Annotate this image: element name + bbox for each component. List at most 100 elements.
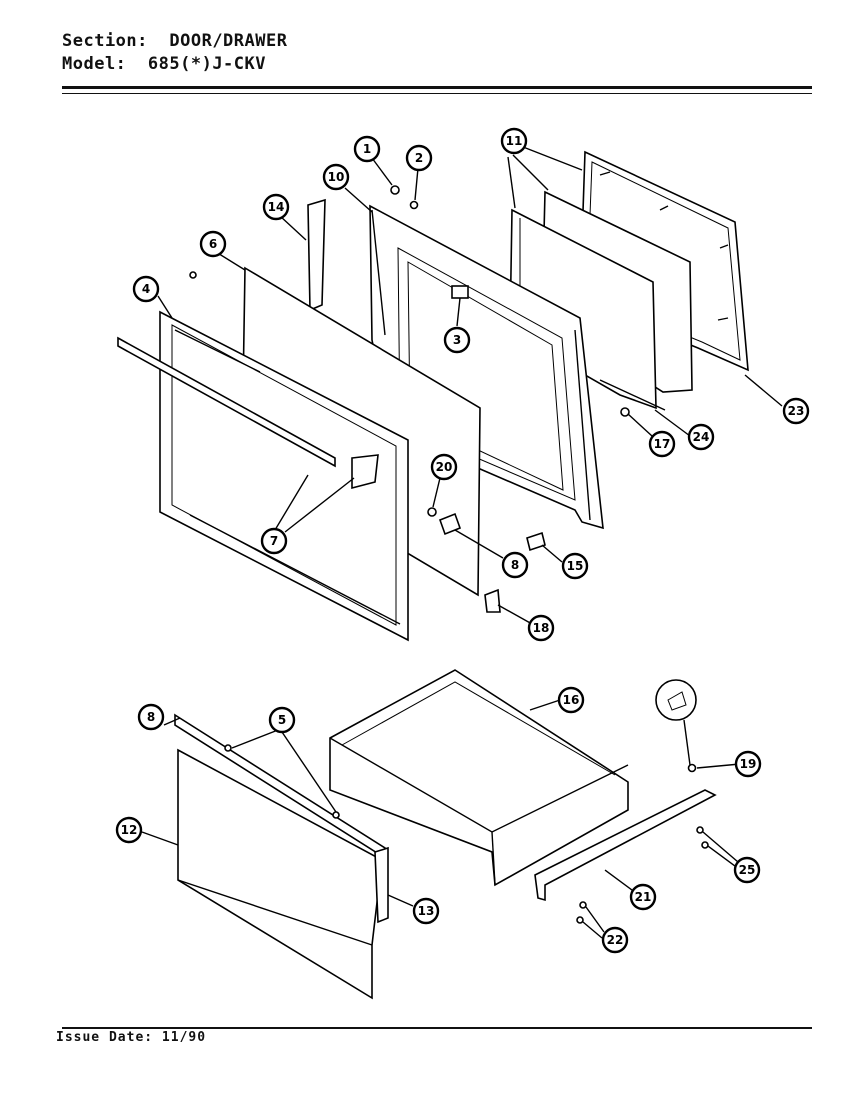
callout-23: 23 — [782, 397, 810, 425]
issue-date: Issue Date: 11/90 — [56, 1030, 207, 1045]
model-line: Model: 685(*)J-CKV — [62, 53, 287, 76]
callout-circle — [353, 135, 381, 163]
part-25-screw-a — [696, 826, 704, 834]
callout-17: 17 — [648, 430, 676, 458]
callout-circle — [500, 127, 528, 155]
callout-label: 13 — [418, 904, 435, 918]
callout-label: 21 — [635, 890, 652, 904]
part-4-outer-door-frame — [159, 310, 409, 642]
callout-circle — [430, 453, 458, 481]
callout-label: 5 — [278, 713, 286, 727]
callout-circle — [132, 275, 160, 303]
callout-circle — [443, 326, 471, 354]
part-14-hinge-channel — [307, 198, 326, 312]
part-12-drawer-front — [177, 748, 383, 1000]
callout-circle — [782, 397, 810, 425]
callout-label: 20 — [436, 460, 453, 474]
callout-label: 2 — [415, 151, 423, 165]
leader-lines — [141, 144, 783, 939]
part-5-screw-a — [224, 744, 232, 752]
callout-label: 6 — [209, 237, 217, 251]
callout-22: 22 — [601, 926, 629, 954]
part-1-hardware — [390, 185, 400, 195]
part-9-plate — [438, 512, 462, 536]
callout-circle — [601, 926, 629, 954]
part-25-screw-b — [701, 841, 709, 849]
callout-circle — [501, 551, 529, 579]
callout-label: 8 — [147, 710, 155, 724]
part-20-screw — [427, 507, 437, 517]
part-2-hardware — [409, 200, 419, 210]
footer-rule — [62, 1027, 812, 1029]
part-22-screw-b — [576, 916, 584, 924]
callout-24: 24 — [687, 423, 715, 451]
callout-circle — [557, 686, 585, 714]
callout-11: 11 — [500, 127, 528, 155]
section-line: Section: DOOR/DRAWER — [62, 30, 287, 53]
callout-group: 1234567881011121314151617181920212223242… — [115, 127, 810, 954]
callout-label: 15 — [567, 559, 584, 573]
door-screw — [189, 271, 197, 279]
part-15-stop — [526, 531, 546, 552]
part-13-end-bracket — [374, 846, 389, 924]
callout-circle — [733, 856, 761, 884]
callout-label: 12 — [121, 823, 138, 837]
callout-3: 3 — [443, 326, 471, 354]
callout-circle — [268, 706, 296, 734]
callout-label: 1 — [363, 142, 371, 156]
model-value: 685(*)J-CKV — [147, 54, 266, 74]
callout-19: 19 — [734, 750, 762, 778]
part-16-drawer-body — [329, 669, 629, 887]
callout-circle — [199, 230, 227, 258]
part-5-screw-b — [332, 811, 340, 819]
callout-label: 11 — [506, 134, 523, 148]
callout-13: 13 — [412, 897, 440, 925]
callout-label: 25 — [739, 863, 756, 877]
callout-circle — [412, 897, 440, 925]
callout-label: 10 — [328, 170, 345, 184]
part-17-screw — [620, 407, 630, 417]
header-rule-thick — [62, 86, 812, 89]
callout-circle — [527, 614, 555, 642]
callout-15: 15 — [561, 552, 589, 580]
part-19-clip-detail — [655, 679, 697, 773]
callout-circle — [137, 703, 165, 731]
callout-1: 1 — [353, 135, 381, 163]
callout-label: 14 — [268, 200, 285, 214]
door-trim-rail — [117, 336, 336, 468]
callout-label: 18 — [533, 621, 550, 635]
part-22-screw-a — [579, 901, 587, 909]
callout-label: 3 — [453, 333, 461, 347]
callout-8a: 8 — [137, 703, 165, 731]
part-24-panel-edge — [599, 379, 666, 411]
callout-circle — [648, 430, 676, 458]
model-label: Model: — [62, 54, 127, 74]
callout-18: 18 — [527, 614, 555, 642]
part-21-slide-rail — [534, 789, 717, 902]
callout-10: 10 — [322, 163, 350, 191]
callout-label: 17 — [654, 437, 671, 451]
callout-circle — [260, 527, 288, 555]
callout-circle — [322, 163, 350, 191]
section-value: DOOR/DRAWER — [169, 31, 288, 51]
callout-label: 7 — [270, 534, 278, 548]
callout-label: 22 — [607, 933, 624, 947]
section-label: Section: — [62, 31, 148, 51]
callout-label: 19 — [740, 757, 757, 771]
callout-label: 4 — [142, 282, 150, 296]
callout-label: 16 — [563, 693, 580, 707]
callout-label: 24 — [693, 430, 710, 444]
callout-label: 23 — [788, 404, 805, 418]
part-11-glass — [509, 190, 693, 410]
callout-circle — [734, 750, 762, 778]
callout-circle — [561, 552, 589, 580]
callout-circle — [629, 883, 657, 911]
callout-20: 20 — [430, 453, 458, 481]
callout-6: 6 — [199, 230, 227, 258]
callout-4: 4 — [132, 275, 160, 303]
callout-circle — [115, 816, 143, 844]
callout-12: 12 — [115, 816, 143, 844]
callout-label: 8 — [511, 558, 519, 572]
callout-7: 7 — [260, 527, 288, 555]
